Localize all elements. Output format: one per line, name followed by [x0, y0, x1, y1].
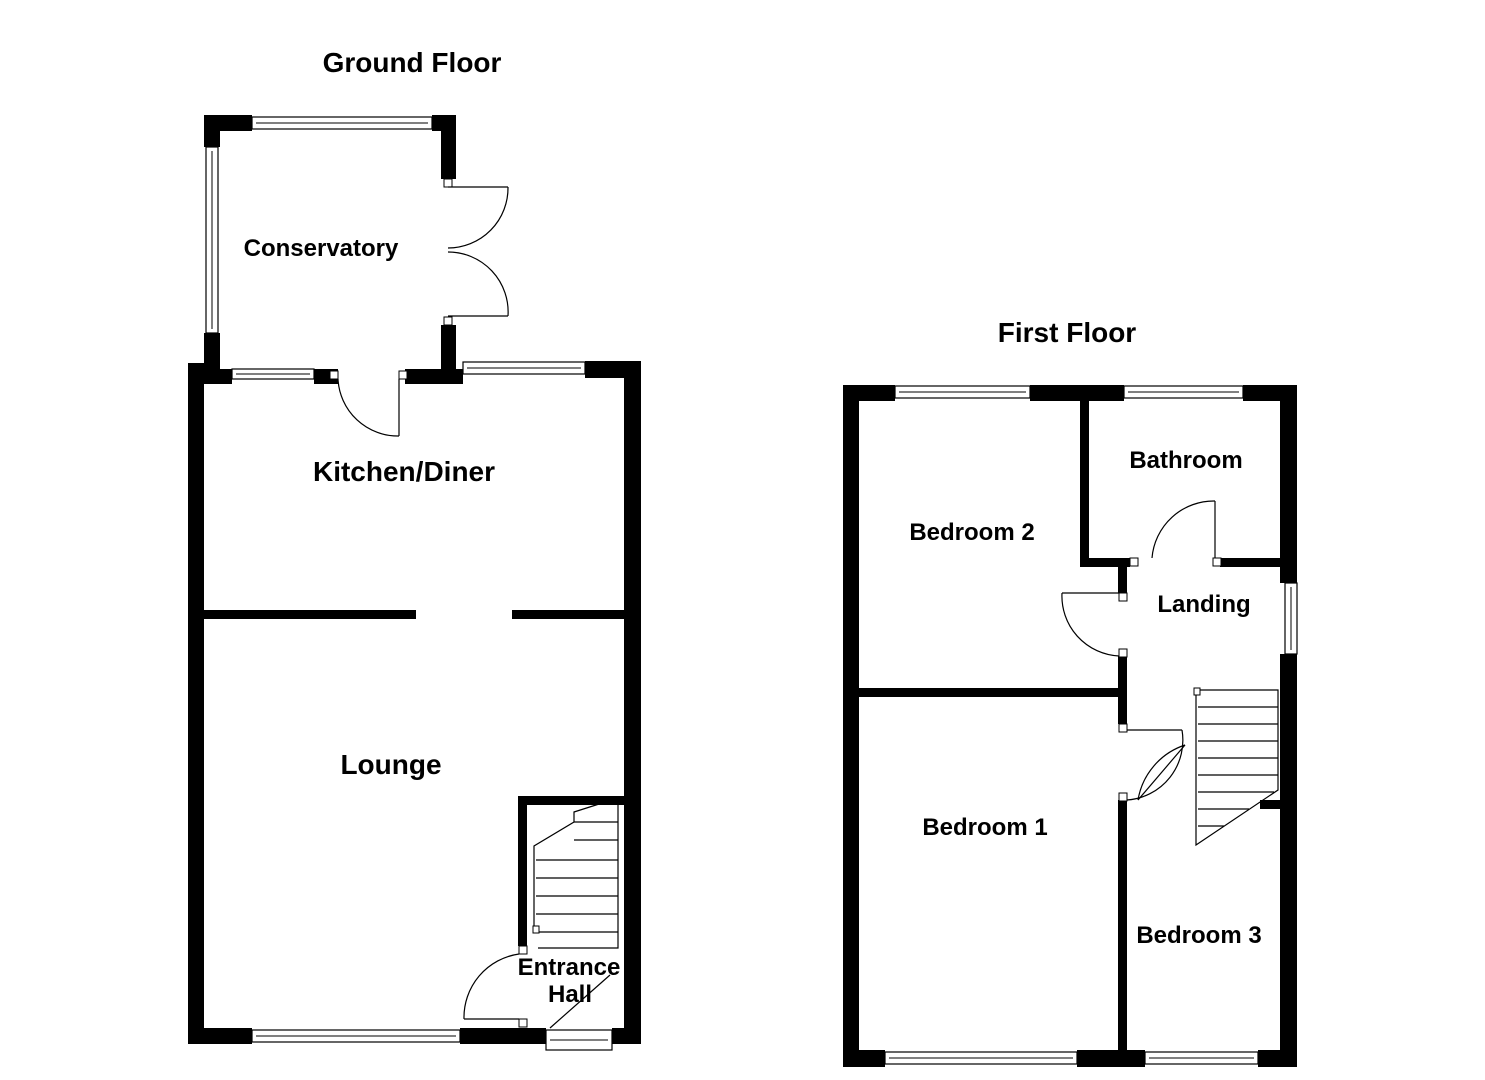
- room-label-bedroom1: Bedroom 1: [922, 814, 1047, 841]
- ground-floor-staircase: [532, 797, 619, 949]
- landing-window: [1284, 582, 1298, 655]
- room-label-landing: Landing: [1157, 591, 1250, 618]
- first-floor-plan: First Floor: [843, 317, 1298, 1067]
- kitchen-window-left: [231, 368, 315, 380]
- room-label-kitchen-diner: Kitchen/Diner: [313, 456, 495, 487]
- bathroom-window: [1123, 385, 1244, 399]
- ground-floor-title: Ground Floor: [323, 47, 502, 78]
- bedroom2-window: [894, 385, 1031, 399]
- room-label-lounge: Lounge: [340, 749, 441, 780]
- front-door: [545, 974, 613, 1051]
- entrance-hall-door: [463, 945, 528, 1028]
- lounge-window: [251, 1029, 461, 1043]
- kitchen-conservatory-door: [329, 370, 408, 437]
- first-floor-staircase: [1193, 687, 1279, 847]
- bathroom-door: [1129, 500, 1222, 567]
- conservatory-french-doors: [443, 178, 509, 326]
- bedroom1-door: [1118, 723, 1184, 802]
- ground-floor-plan: Ground Floor: [188, 47, 641, 1051]
- conservatory-window-top: [251, 116, 433, 130]
- bedroom1-window: [884, 1051, 1078, 1065]
- kitchen-window-right: [462, 361, 586, 375]
- room-label-hall: Hall: [548, 981, 592, 1008]
- room-label-conservatory: Conservatory: [244, 235, 399, 262]
- bedroom2-door: [1061, 592, 1128, 658]
- room-label-bedroom3: Bedroom 3: [1136, 922, 1261, 949]
- first-floor-walls: [843, 385, 1297, 1067]
- ground-floor-walls: [188, 361, 641, 1044]
- bedroom3-window: [1144, 1051, 1259, 1065]
- room-label-bathroom: Bathroom: [1129, 447, 1242, 474]
- first-floor-title: First Floor: [998, 317, 1137, 348]
- room-label-entrance: Entrance: [518, 954, 621, 981]
- bedroom3-door: [1137, 744, 1186, 801]
- room-label-bedroom2: Bedroom 2: [909, 519, 1034, 546]
- conservatory-walls: [204, 115, 456, 373]
- conservatory-window-left: [205, 146, 219, 334]
